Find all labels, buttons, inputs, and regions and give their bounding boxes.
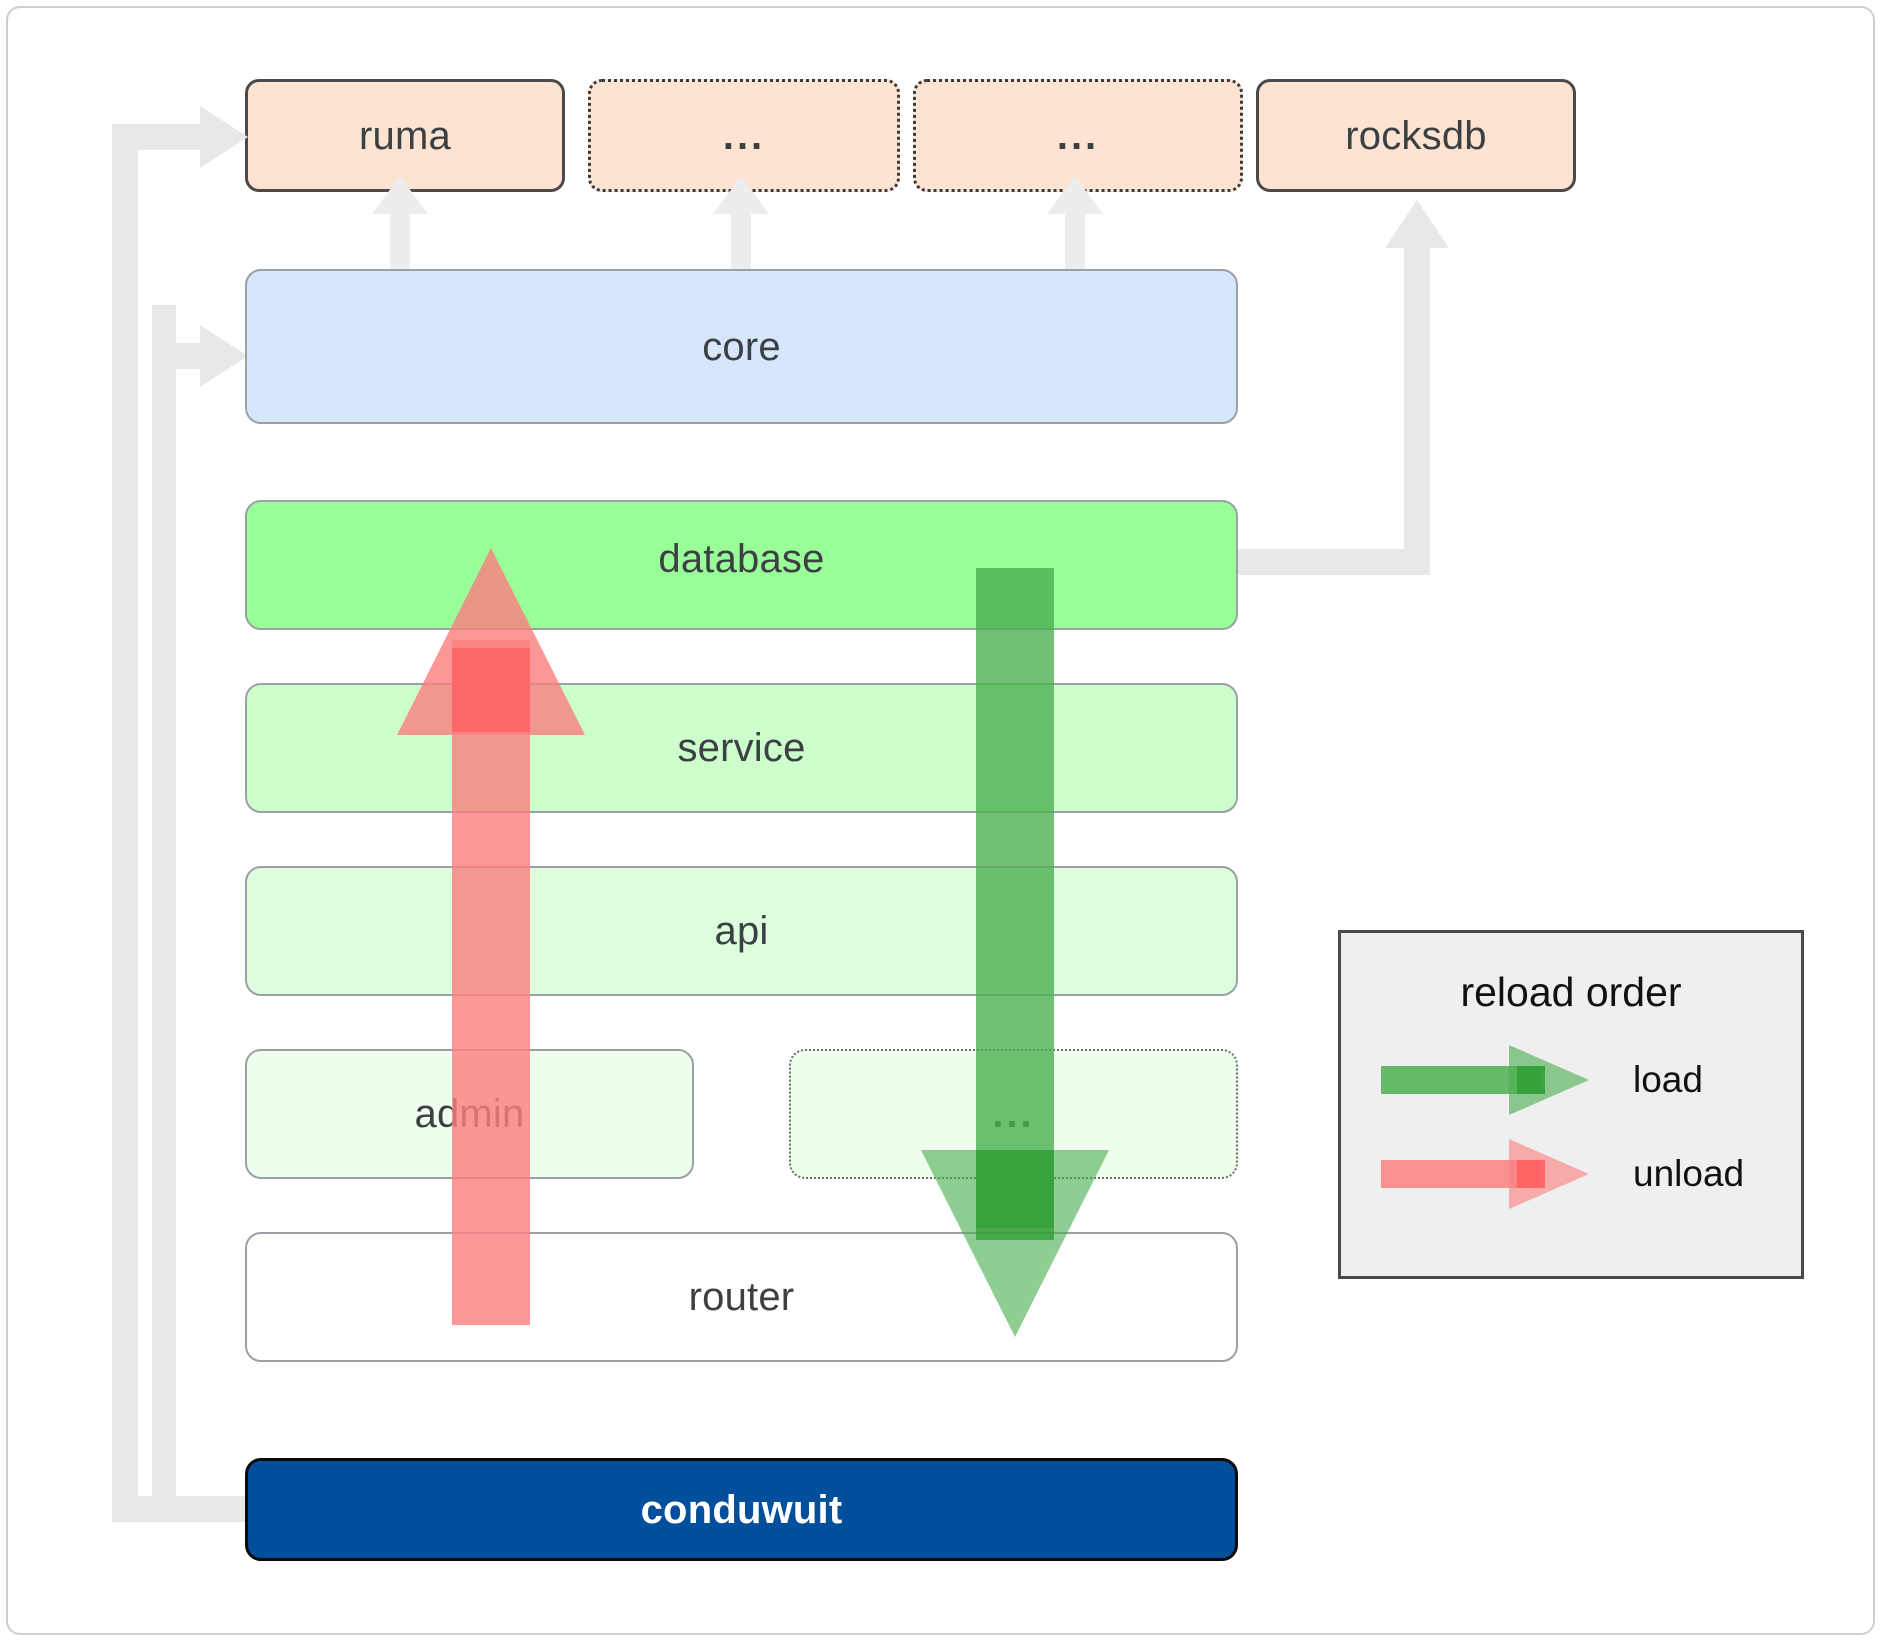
layer-label: service	[677, 726, 806, 770]
dependency-label: ruma	[359, 113, 451, 158]
core-label: core	[702, 324, 781, 369]
legend-label-load: load	[1633, 1059, 1703, 1100]
legend-arrow-load	[1381, 1045, 1589, 1115]
dependency-box-ellipsis-2[interactable]: ...	[913, 79, 1243, 192]
legend-title: reload order	[1460, 969, 1682, 1015]
core-box[interactable]: core	[245, 269, 1238, 424]
legend-arrows	[1381, 1045, 1589, 1209]
layer-box-router[interactable]: router	[245, 1232, 1238, 1362]
dependency-label: ...	[722, 113, 766, 158]
layer-box-service[interactable]: service	[245, 683, 1238, 813]
layer-label: ...	[992, 1092, 1035, 1136]
layer-label: router	[688, 1275, 795, 1319]
layer-label: admin	[414, 1092, 525, 1136]
diagram-frame	[6, 6, 1875, 1635]
layer-box-admin[interactable]: admin	[245, 1049, 694, 1179]
legend-panel: reload order load unload	[1338, 930, 1804, 1279]
legend-label-unload: unload	[1633, 1153, 1745, 1194]
app-box-conduwuit[interactable]: conduwuit	[245, 1458, 1238, 1561]
dependency-label: rocksdb	[1345, 113, 1487, 158]
dependency-label: ...	[1056, 113, 1100, 158]
dependency-box-rocksdb[interactable]: rocksdb	[1256, 79, 1576, 192]
app-label: conduwuit	[640, 1487, 843, 1532]
layer-box-database[interactable]: database	[245, 500, 1238, 630]
dependency-box-ellipsis-1[interactable]: ...	[588, 79, 900, 192]
layer-label: api	[714, 909, 769, 953]
dependency-box-ruma[interactable]: ruma	[245, 79, 565, 192]
layer-box-ellipsis[interactable]: ...	[789, 1049, 1238, 1179]
layer-label: database	[658, 537, 825, 581]
legend-arrow-unload	[1381, 1139, 1589, 1209]
layer-box-api[interactable]: api	[245, 866, 1238, 996]
